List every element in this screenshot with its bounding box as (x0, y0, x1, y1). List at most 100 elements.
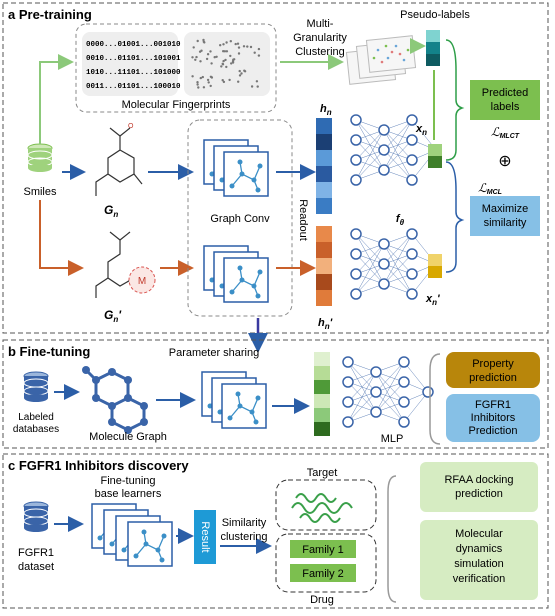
panel-c-frame (2, 453, 549, 609)
xn-vector (428, 144, 442, 168)
gn-label: Gn (104, 203, 118, 219)
fingerprint-row: 0011...01101...100010 (86, 83, 181, 91)
panel-a-title: a Pre-training (8, 7, 92, 22)
hn-prime-label: hn' (318, 317, 333, 331)
discovery-output-brace (387, 475, 397, 603)
predicted-labels-box (470, 80, 540, 120)
hn-prime-vector (316, 226, 332, 306)
finetune-output-brace (429, 353, 441, 445)
molecule-gn (95, 127, 143, 196)
result-label: Result (199, 521, 211, 552)
drug-box (275, 533, 377, 593)
gnn-layer-card (223, 257, 269, 303)
xn-prime-label: xn' (425, 293, 440, 307)
maximize-similarity-box (470, 196, 540, 236)
mlp-net (342, 356, 434, 428)
loss-mcl: ℒMCL (478, 181, 502, 196)
loss-mlct: ℒMLCT (491, 125, 520, 140)
fingerprint-label: Molecular Fingerprints (122, 99, 231, 111)
labeled-databases-text-1: Labeled (18, 412, 54, 423)
graph-conv-label: Graph Conv (210, 213, 270, 225)
md-text-2: dynamics (456, 543, 503, 555)
md-box (420, 520, 538, 600)
pseudo-label-vector (426, 30, 440, 66)
md-text-1: Molecular (455, 528, 503, 540)
panel-c-title: c FGFR1 Inhibitors discovery (8, 458, 189, 473)
rfaa-box (420, 462, 538, 512)
md-text-3: simulation (454, 558, 504, 570)
gnn-layer-card (223, 151, 269, 197)
molecule-gn-prime (95, 231, 135, 298)
fingerprint-bits-panel (82, 32, 178, 96)
projection-net-bottom (350, 228, 442, 300)
panel-b-title: b Fine-tuning (8, 344, 90, 359)
fine-tuning-base-text-1: Fine-tuning (100, 475, 155, 487)
fingerprint-row: 1010...11101...101000 (86, 69, 181, 77)
clustering-label-2: Granularity (293, 32, 347, 44)
smiles-to-fingerprint-arrow (39, 54, 74, 144)
family2-label: Family 2 (302, 568, 344, 580)
similarity-clustering-text-2: clustering (220, 531, 267, 543)
molecule-gn-oxygen: O (128, 123, 134, 130)
fine-tuning-base-text-2: base learners (95, 488, 162, 500)
clustering-label-3: Clustering (295, 46, 345, 58)
mask-label: M (138, 276, 146, 287)
family1-box (290, 540, 356, 558)
protein-structure (291, 493, 353, 523)
predicted-labels-text-1: Predicted (482, 87, 528, 99)
fgfr1-dataset-text-1: FGFR1 (18, 547, 54, 559)
fingerprint-row: 0000...01001...001010 (86, 41, 181, 49)
finetune-embedding-vector (314, 352, 330, 436)
result-box (194, 510, 216, 564)
property-prediction-text-2: prediction (469, 372, 517, 384)
maximize-similarity-text-1: Maximize (482, 203, 528, 215)
hn-label: hn (320, 103, 332, 117)
fgfr1-prediction-text-1: FGFR1 (475, 399, 511, 411)
gn-prime-label: Gn' (104, 308, 122, 324)
drug-label: Drug (310, 594, 334, 606)
molecule-graph-label: Molecule Graph (89, 431, 167, 443)
cluster-plots (345, 35, 417, 85)
gnn-layer-card (221, 383, 267, 429)
fgfr1-prediction-box (446, 394, 540, 442)
fgfr1-prediction-text-3: Prediction (469, 425, 518, 437)
labeled-databases-icon (23, 371, 49, 403)
masked-atom (128, 266, 156, 294)
smiles-database-icon (27, 143, 53, 173)
f-theta-label: fθ (396, 213, 405, 227)
mlct-brace (445, 39, 465, 161)
fgfr1-prediction-text-2: Inhibitors (471, 412, 516, 424)
smiles-to-gn-prime-arrow (39, 200, 84, 276)
target-label: Target (307, 467, 338, 479)
readout-label: Readout (297, 199, 309, 241)
mcl-brace (445, 161, 465, 273)
graph-conv-box (187, 119, 293, 317)
md-text-4: verification (453, 573, 506, 585)
panel-b-frame (2, 339, 549, 449)
family1-label: Family 1 (302, 544, 344, 556)
mlp-label: MLP (381, 433, 404, 445)
xn-label: xn (415, 123, 427, 137)
rfaa-text-1: RFAA docking (444, 474, 513, 486)
fgfr1-dataset-icon (23, 501, 49, 533)
family2-box (290, 564, 356, 582)
property-prediction-box (446, 352, 540, 388)
fingerprint-scatter-dots (191, 38, 261, 89)
maximize-similarity-text-2: similarity (484, 217, 527, 229)
rfaa-text-2: prediction (455, 488, 503, 500)
xn-prime-vector (428, 254, 442, 278)
parameter-sharing-label: Parameter sharing (169, 347, 260, 359)
target-box (275, 479, 377, 531)
base-learner-card (127, 521, 173, 567)
pseudo-labels-title: Pseudo-labels (400, 9, 470, 21)
similarity-clustering-text-1: Similarity (222, 517, 267, 529)
projection-net-top (350, 114, 442, 186)
panel-a-frame (2, 2, 549, 334)
labeled-databases-text-2: databases (13, 424, 59, 435)
clustering-label-1: Multi- (307, 18, 334, 30)
fingerprint-scatter-panel (184, 32, 270, 96)
oplus-symbol: ⊕ (498, 153, 511, 170)
property-prediction-text-1: Property (472, 358, 514, 370)
